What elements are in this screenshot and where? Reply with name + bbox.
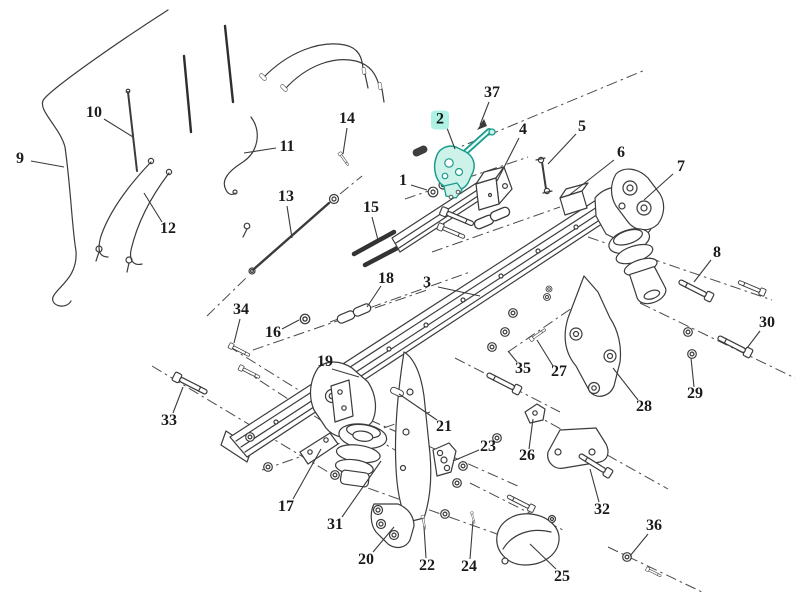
part-5-link-rod (535, 156, 553, 195)
part-label-3[interactable]: 3 (423, 274, 431, 291)
part-label-29[interactable]: 29 (687, 385, 703, 402)
part-4-bracket (475, 166, 513, 211)
part-20-lower-bracket (370, 503, 415, 549)
part-12-hoses (95, 157, 173, 273)
upper-hoses (258, 43, 385, 103)
part-label-22[interactable]: 22 (419, 557, 435, 574)
part-6-bracket (559, 182, 589, 216)
part-label-28[interactable]: 28 (636, 398, 652, 415)
part-label-8[interactable]: 8 (713, 244, 721, 261)
part-23-clamp (432, 442, 457, 477)
part-label-25[interactable]: 25 (554, 568, 570, 585)
rear-rail (391, 181, 487, 253)
part-11-hose-loop (223, 116, 258, 196)
part-label-18[interactable]: 18 (378, 270, 394, 287)
part-10-rod (125, 88, 138, 172)
part-label-14[interactable]: 14 (339, 110, 355, 127)
part-label-24[interactable]: 24 (461, 558, 477, 575)
part-label-15[interactable]: 15 (363, 199, 379, 216)
part-label-20[interactable]: 20 (358, 551, 374, 568)
part-label-32[interactable]: 32 (594, 501, 610, 518)
part-label-27[interactable]: 27 (551, 363, 567, 380)
part-label-16[interactable]: 16 (265, 324, 281, 341)
part-label-31[interactable]: 31 (327, 516, 343, 533)
part-label-33[interactable]: 33 (161, 412, 177, 429)
part-13-link-rod (242, 193, 340, 275)
part-label-35[interactable]: 35 (515, 360, 531, 377)
part-7-bracket (610, 168, 665, 231)
air-spring-right (608, 228, 667, 305)
part-label-4[interactable]: 4 (519, 121, 527, 138)
part-28-knuckle-bracket (564, 275, 622, 397)
part-label-34[interactable]: 34 (233, 301, 249, 318)
leader-arrowhead-37 (477, 119, 487, 130)
part-label-26[interactable]: 26 (519, 447, 535, 464)
part-label-12[interactable]: 12 (160, 220, 176, 237)
part-label-11[interactable]: 11 (279, 138, 295, 155)
part-label-37[interactable]: 37 (484, 84, 500, 101)
part-19-plate (330, 379, 354, 423)
part-label-36[interactable]: 36 (646, 517, 662, 534)
leader-lines (30, 101, 761, 570)
part-label-10[interactable]: 10 (86, 104, 102, 121)
part-label-5[interactable]: 5 (578, 118, 586, 135)
part-9-bent-pipe (41, 9, 169, 307)
part-label-7[interactable]: 7 (677, 158, 685, 175)
dark-rods (182, 24, 235, 134)
part-label-1[interactable]: 1 (399, 172, 407, 189)
part-31-air-spring-left (334, 423, 388, 488)
part-label-17[interactable]: 17 (278, 498, 294, 515)
fasteners (171, 144, 767, 579)
part-label-19[interactable]: 19 (317, 353, 333, 370)
part-2-leveling-valve[interactable] (433, 128, 496, 200)
part-label-23[interactable]: 23 (480, 438, 496, 455)
part-label-9[interactable]: 9 (16, 150, 24, 167)
part-26-bracket (524, 403, 546, 424)
part-label-13[interactable]: 13 (278, 188, 294, 205)
right-foot-bracket (547, 427, 609, 469)
part-17-plate (299, 432, 339, 465)
part-label-6[interactable]: 6 (617, 144, 625, 161)
part-label-21[interactable]: 21 (436, 418, 452, 435)
part-label-2-selected[interactable]: 2 (431, 110, 449, 130)
part-25-guard (496, 513, 560, 566)
center-leg (394, 351, 432, 523)
part-label-30[interactable]: 30 (759, 314, 775, 331)
